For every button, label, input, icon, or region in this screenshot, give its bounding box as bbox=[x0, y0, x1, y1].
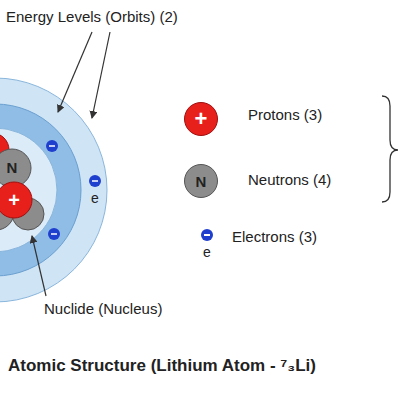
proton bbox=[0, 182, 32, 218]
neutron-swatch: N bbox=[184, 164, 218, 198]
electron-symbol: e bbox=[89, 191, 101, 205]
inner-orbit bbox=[0, 104, 81, 276]
neutron bbox=[0, 149, 31, 187]
electron bbox=[89, 175, 101, 187]
nucleus-label: Nuclide (Nucleus) bbox=[44, 300, 162, 317]
diagram-title: Atomic Structure (Lithium Atom - ⁷₃Li) bbox=[8, 356, 316, 376]
electron-swatch bbox=[201, 229, 213, 241]
electron bbox=[48, 228, 60, 240]
leader-line bbox=[92, 32, 110, 118]
proton-swatch: + bbox=[184, 102, 218, 136]
electron-symbol: e bbox=[201, 245, 213, 259]
neutron-symbol: N bbox=[196, 174, 207, 189]
electron bbox=[46, 140, 58, 152]
legend-text: Protons (3) bbox=[248, 106, 322, 123]
legend-text: Neutrons (4) bbox=[248, 171, 331, 188]
leader-line bbox=[32, 236, 46, 296]
outer-orbit bbox=[0, 78, 107, 302]
leader-line bbox=[58, 32, 92, 112]
minus-sign bbox=[204, 234, 210, 236]
bracket bbox=[382, 96, 398, 202]
orbit-label: Energy Levels (Orbits) (2) bbox=[6, 8, 178, 25]
neutron-symbol: N bbox=[3, 160, 21, 175]
legend-text: Electrons (3) bbox=[232, 228, 317, 245]
proton-symbol: + bbox=[195, 108, 208, 130]
proton-symbol: + bbox=[5, 190, 23, 210]
